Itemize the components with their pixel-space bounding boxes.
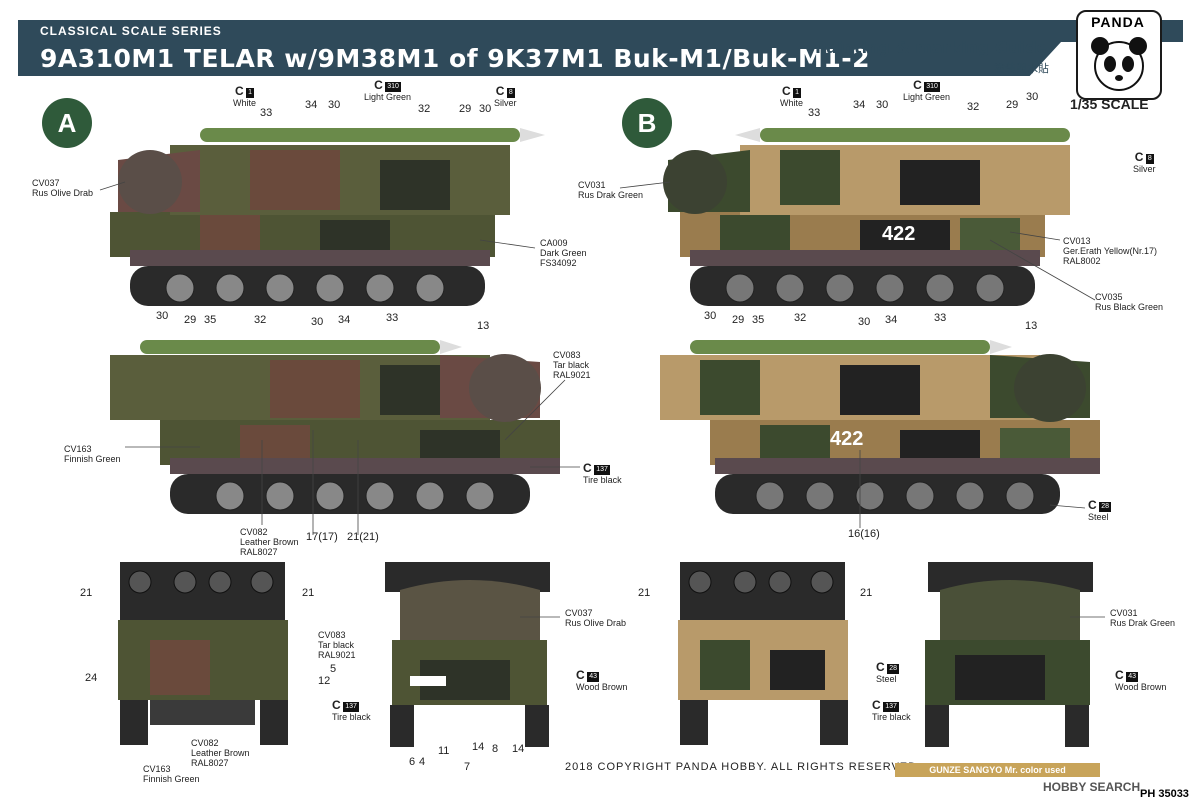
- page-title: 9A310M1 TELAR w/9M38M1 of 9K37M1 Buk-M1/…: [40, 44, 870, 73]
- hull-number-b-mid: 422: [830, 428, 864, 450]
- vehicle-b-side-right: [660, 340, 1100, 514]
- part-30-a: 30: [328, 99, 341, 111]
- part-14a-bottom: 14: [472, 741, 485, 753]
- part-7-bottom: 7: [464, 761, 471, 773]
- part-35-a-mid: 35: [204, 314, 217, 326]
- part-21-a-mid: 21(21): [347, 531, 379, 543]
- part-29-b: 29: [1006, 99, 1019, 111]
- brand-name: PANDA: [1091, 14, 1145, 30]
- vehicle-a-side-right: [110, 340, 560, 514]
- part-17-a-mid: 17(17): [306, 531, 338, 543]
- part-30b-a-mid: 30: [311, 316, 324, 328]
- part-21d-bottom: 21: [860, 587, 873, 599]
- gunze-badge: GUNZE SANGYO Mr. color used: [895, 763, 1100, 777]
- series-title: CLASSICAL SCALE SERIES: [40, 24, 222, 38]
- part-21c-bottom: 21: [638, 587, 651, 599]
- part-33-b: 33: [808, 107, 821, 119]
- part-30-a-mid: 30: [156, 310, 169, 322]
- watermark: HOBBY SEARCH: [1043, 780, 1141, 794]
- part-13-b-mid: 13: [1025, 320, 1038, 332]
- part-34-a: 34: [305, 99, 318, 111]
- product-code: PH 35033: [1140, 788, 1189, 800]
- vehicle-b-front: [678, 562, 848, 745]
- vehicle-a-rear: [385, 562, 550, 747]
- scheme-b-badge: B: [622, 98, 672, 148]
- part-32-a: 32: [418, 103, 431, 115]
- part-30b-b-mid: 30: [858, 316, 871, 328]
- part-4-bottom: 4: [419, 756, 426, 768]
- part-33-a-mid: 33: [386, 312, 399, 324]
- part-11-bottom: 11: [438, 745, 450, 757]
- vehicle-b-rear: [925, 562, 1093, 747]
- part-32-b: 32: [967, 101, 980, 113]
- series-banner: [18, 20, 1183, 42]
- part-32-a-mid: 32: [254, 314, 267, 326]
- copyright: 2018 COPYRIGHT PANDA HOBBY. ALL RIGHTS R…: [565, 761, 922, 773]
- part-30-b: 30: [876, 99, 889, 111]
- panda-logo: [1076, 10, 1162, 100]
- part-34-b: 34: [853, 99, 866, 111]
- part-33-b-mid: 33: [934, 312, 947, 324]
- part-34-a-mid: 34: [338, 314, 351, 326]
- part-29-a-mid: 29: [184, 314, 197, 326]
- part-24-bottom: 24: [85, 672, 98, 684]
- scheme-a-badge: A: [42, 98, 92, 148]
- vehicle-b-side-left: [663, 128, 1070, 306]
- title-banner: [18, 42, 1061, 76]
- part-29-a: 29: [459, 103, 472, 115]
- part-5-bottom: 5: [330, 663, 337, 675]
- part-16-b-mid: 16(16): [848, 528, 880, 540]
- part-8-bottom: 8: [492, 743, 499, 755]
- part-32-b-mid: 32: [794, 312, 807, 324]
- vehicle-a-side-left: [110, 128, 545, 306]
- guide-subtitle: 塗装與水貼: [994, 63, 1049, 75]
- scale-label: 1/35 SCALE: [1070, 96, 1149, 112]
- part-33-a: 33: [260, 107, 273, 119]
- hull-number-b-top: 422: [882, 223, 916, 245]
- part-30b-a: 30: [479, 103, 492, 115]
- vehicle-a-front: [118, 562, 288, 745]
- guide-title: Painting & marking Guide: [815, 38, 1048, 57]
- part-30-b-mid: 30: [704, 310, 717, 322]
- part-34-b-mid: 34: [885, 314, 898, 326]
- part-35-b-mid: 35: [752, 314, 765, 326]
- part-30b-b: 30: [1026, 91, 1039, 103]
- part-12-bottom: 12: [318, 675, 331, 687]
- part-13-a-mid: 13: [477, 320, 490, 332]
- part-6-bottom: 6: [409, 756, 416, 768]
- part-29-b-mid: 29: [732, 314, 745, 326]
- part-21a-bottom: 21: [80, 587, 93, 599]
- panda-face-icon: [1091, 37, 1147, 91]
- part-14b-bottom: 14: [512, 743, 525, 755]
- part-21b-bottom: 21: [302, 587, 315, 599]
